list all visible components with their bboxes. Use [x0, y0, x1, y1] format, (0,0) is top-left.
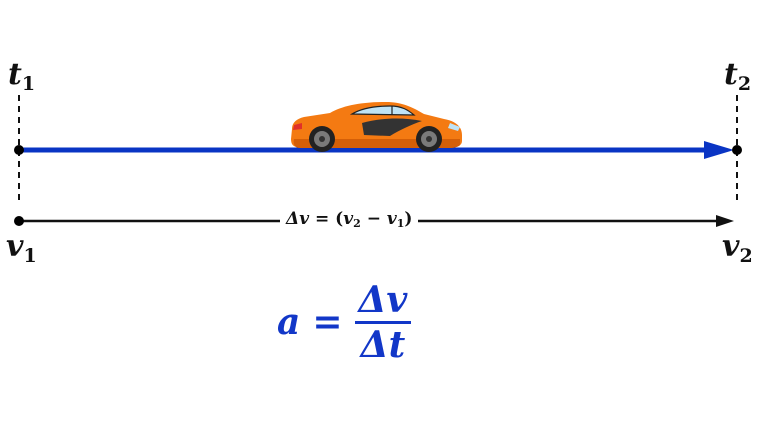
- delta-v-label: Δv = (v2 − v1): [280, 211, 419, 229]
- car-icon: [291, 102, 462, 152]
- formula-equals: =: [312, 301, 343, 344]
- t2-label: t2: [724, 57, 752, 95]
- formula-fraction: Δv Δt: [354, 279, 412, 366]
- t1-label: t1: [8, 57, 36, 95]
- v1-point: [14, 216, 24, 226]
- motion-arrow: [19, 141, 734, 159]
- formula-denominator: Δt: [360, 323, 406, 366]
- formula-lhs: a: [277, 301, 301, 344]
- fraction-bar: [354, 321, 412, 324]
- acceleration-formula: a = Δv Δt: [277, 279, 412, 366]
- v2-label: v2: [722, 229, 753, 267]
- v1-label: v1: [6, 229, 37, 267]
- t2-point: [732, 145, 742, 155]
- t1-point: [14, 145, 24, 155]
- formula-numerator: Δv: [358, 279, 408, 321]
